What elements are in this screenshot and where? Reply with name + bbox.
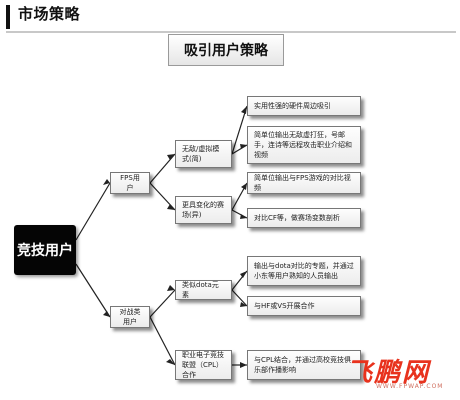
leaf-cpl-campus-clubs: 与CPL结合，并通过高校竞技俱乐部作播影响 [247,350,361,380]
arrowhead [240,302,247,307]
leaf-label: 简单位输出与FPS游戏的对比视频 [254,174,351,192]
leaf-hf-vs-partnership: 与HF或VS开展合作 [247,296,361,316]
node-label: 无敌/虚拟模式(简) [182,145,220,163]
section-title: 市场策略 [18,5,81,23]
section-header: 市场策略 [0,0,460,36]
arrowhead [240,144,247,149]
watermark-url: WWW.FPWAP.COM [376,383,444,390]
connector-root-pvp [75,263,111,318]
connector-pvp-dota [149,289,176,318]
node-varied-arena: 更具变化的赛场(异) [175,196,232,224]
leaf-label: 实用性强的硬件周边吸引 [254,102,331,110]
node-pvp-users: 对战类用户 [110,306,150,328]
connector-root-fps [75,182,111,241]
leaf-dota-topic: 输出与dota对比的专题，并通过小东等用户熟知的人员输出 [247,256,361,286]
header-accent-bar [6,5,10,29]
node-dota-elements: 类似dota元素 [175,280,232,300]
leaf-label: 对比CF等，做赛场变数剖析 [254,214,340,222]
leaf-ranged-class-video: 简单位输出无敌虚打狂，号邮手，连诗等远程攻击职业介绍和视频 [247,126,361,164]
leaf-label: 与CPL结合，并通过高校竞技俱乐部作播影响 [254,356,352,374]
arrowhead [240,271,247,278]
watermark-logo: 飞鹏网 [346,358,431,388]
node-label: 更具变化的赛场(异) [182,201,224,219]
leaf-cf-arena-analysis: 对比CF等，做赛场变数剖析 [247,208,361,228]
leaf-fps-comparison-video: 简单位输出与FPS游戏的对比视频 [247,172,361,194]
connector-dota-hf [231,289,248,307]
leaf-label: 与HF或VS开展合作 [254,302,315,310]
arrowhead [240,214,247,219]
node-label: FPS用户 [120,174,140,192]
leaf-hardware-peripherals: 实用性强的硬件周边吸引 [247,96,361,116]
arrowhead [167,204,175,210]
node-invincible-mode: 无敌/虚拟模式(简) [175,140,232,168]
arrowhead [240,362,247,368]
root-node: 竞技用户 [14,225,76,275]
arrowhead [103,311,110,317]
leaf-label: 输出与dota对比的专题，并通过小东等用户熟知的人员输出 [254,262,354,280]
header-divider [6,31,456,33]
connector-pvp-cpl [149,316,176,366]
arrowhead [167,154,175,160]
node-label: 类似dota元素 [182,281,219,299]
arrowhead [103,179,110,185]
arrowhead [241,183,247,190]
arrowhead [167,285,175,291]
site-watermark: 飞鹏网 WWW.FPWAP.COM [346,352,454,396]
diagram-title: 吸引用户策略 [168,34,284,66]
arrowhead [241,106,247,114]
node-fps-users: FPS用户 [110,172,150,194]
node-cpl-cooperation: 职业电子竞技联盟（CPL）合作 [175,350,232,380]
leaf-label: 简单位输出无敌虚打狂，号邮手，连诗等远程攻击职业介绍和视频 [254,131,352,159]
node-label: 职业电子竞技联盟（CPL）合作 [182,351,224,379]
node-label: 对战类用户 [119,308,141,326]
arrowhead [166,359,175,365]
connector-mode-hardware [231,105,248,155]
